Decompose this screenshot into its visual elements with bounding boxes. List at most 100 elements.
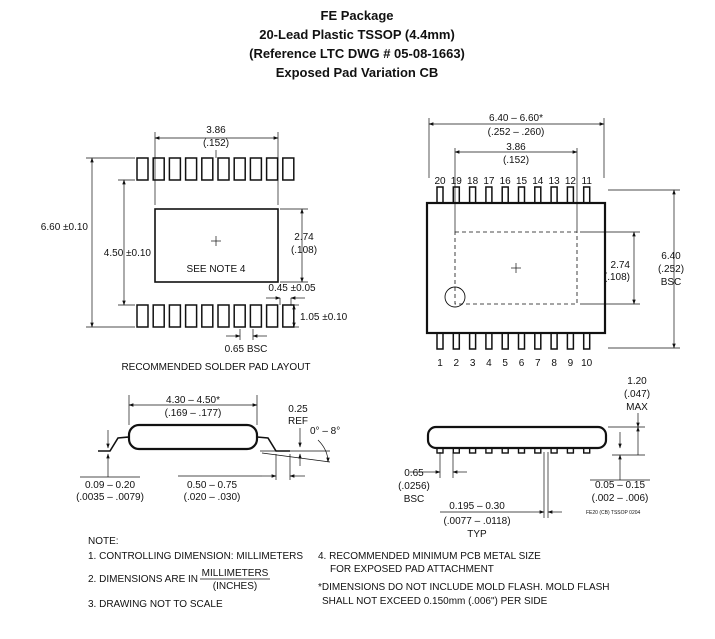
solder-pad [249, 157, 263, 181]
dim-epad-height-in: (.108) [604, 272, 630, 283]
see-note-4-label: SEE NOTE 4 [187, 264, 246, 275]
solder-pad [136, 304, 149, 328]
solder-pad [168, 304, 182, 328]
pin-number: 10 [581, 358, 593, 369]
pin-number: 8 [551, 358, 557, 369]
package-lead [436, 186, 444, 205]
dim-exposed-pad-height-in: (.108) [291, 245, 317, 256]
solder-pad-layout: SEE NOTE 4 3.86 (.152) 6.60 ±0.10 4.50 ±… [41, 125, 348, 373]
note-4-line-1: 4. RECOMMENDED MINIMUM PCB METAL SIZE [318, 551, 541, 562]
note-4-line-2: FOR EXPOSED PAD ATTACHMENT [330, 564, 494, 575]
pin-number: 19 [451, 176, 463, 187]
dim-foot-length-in: (.020 – .030) [184, 492, 241, 503]
solder-pad [265, 157, 279, 181]
dim-lead-pitch-note: BSC [404, 494, 425, 505]
dim-pad-length: 1.05 ±0.10 [300, 312, 348, 323]
title-line-3: (Reference LTC DWG # 05-08-1663) [249, 46, 465, 61]
dim-lead-width-in: (.0077 – .0118) [443, 516, 510, 527]
drawing-code: FE20 (CB) TSSOP 0204 [586, 510, 641, 516]
solder-pad [136, 157, 149, 181]
dim-inner-span: 4.50 ±0.10 [104, 248, 152, 259]
solder-pad [184, 157, 198, 181]
package-lead [566, 331, 575, 350]
package-lead [468, 186, 477, 205]
dim-lead-pitch-mm: 0.65 [404, 468, 424, 479]
lead-left [98, 436, 130, 452]
package-lead [534, 186, 542, 205]
notes-heading: NOTE: [88, 536, 119, 547]
solder-pad [217, 304, 230, 328]
solder-pad [249, 304, 263, 328]
dim-overall-width-note: BSC [661, 277, 682, 288]
pin-number: 7 [535, 358, 541, 369]
dim-epad-width-in: (.152) [503, 155, 529, 166]
pin-number: 5 [502, 358, 508, 369]
package-lead [436, 331, 444, 350]
dim-lead-thickness-in: (.0035 – .0079) [76, 492, 144, 503]
top-view-leads-lower [436, 331, 591, 350]
package-lead [452, 186, 461, 205]
pin-number: 13 [549, 176, 561, 187]
dim-lead-span-mm: 6.40 – 6.60* [489, 113, 543, 124]
dim-overall-width-in: (.252) [658, 264, 684, 275]
package-lead [468, 331, 477, 350]
pin-number: 9 [568, 358, 574, 369]
solder-layout-caption: RECOMMENDED SOLDER PAD LAYOUT [121, 362, 310, 373]
dim-ref-note: REF [288, 416, 308, 427]
package-lead [550, 331, 558, 350]
dim-exposed-pad-width-mm: 3.86 [206, 125, 226, 136]
dim-epad-height-mm: 2.74 [611, 260, 631, 271]
note-2-numerator: MILLIMETERS [202, 568, 269, 579]
dim-max-height-note: MAX [626, 402, 648, 413]
package-end-view: 1.20 (.047) MAX 0.05 – 0.15 (.002 – .006… [398, 376, 650, 540]
solder-pad [233, 157, 246, 181]
title-line-1: FE Package [321, 8, 394, 23]
package-lead [452, 331, 461, 350]
package-lead [534, 331, 542, 350]
dim-pad-pitch: 0.65 BSC [225, 344, 268, 355]
dim-angle: 0° – 8° [310, 426, 340, 437]
dim-ref: 0.25 [288, 404, 308, 415]
pin1-indicator [444, 286, 466, 308]
title-line-4: Exposed Pad Variation CB [276, 65, 439, 80]
solder-pad [184, 304, 198, 328]
solder-pad [152, 304, 165, 328]
package-lead [485, 186, 493, 205]
note-1: 1. CONTROLLING DIMENSION: MILLIMETERS [88, 551, 303, 562]
exposed-pad-outline [454, 231, 578, 305]
note-2-prefix: 2. DIMENSIONS ARE IN [88, 574, 198, 585]
note-3: 3. DRAWING NOT TO SCALE [88, 599, 223, 610]
dim-body-width-in: (.169 – .177) [165, 408, 222, 419]
solder-pad [201, 304, 214, 328]
title-block: FE Package 20-Lead Plastic TSSOP (4.4mm)… [249, 8, 465, 80]
solder-pad [233, 304, 246, 328]
solder-pad [282, 157, 295, 181]
top-view-leads-upper [436, 186, 591, 205]
package-lead [517, 186, 526, 205]
note-5-line-1: *DIMENSIONS DO NOT INCLUDE MOLD FLASH. M… [318, 582, 610, 593]
note-2-denominator: (INCHES) [213, 581, 257, 592]
dim-total-span: 6.60 ±0.10 [41, 222, 89, 233]
dim-lead-width-note: TYP [467, 529, 487, 540]
note-5-line-2: SHALL NOT EXCEED 0.150mm (.006") PER SID… [322, 596, 548, 607]
pin-number: 14 [532, 176, 544, 187]
dim-max-height-in: (.047) [624, 389, 650, 400]
package-body-side [127, 423, 259, 451]
solder-pads-bottom-row [136, 304, 295, 328]
solder-pad [201, 157, 214, 181]
solder-pad [168, 157, 182, 181]
package-side-view: 4.30 – 4.50* (.169 – .177) 0.25 REF 0° –… [76, 395, 340, 503]
title-line-2: 20-Lead Plastic TSSOP (4.4mm) [259, 27, 455, 42]
pin-number: 6 [519, 358, 525, 369]
package-lead [501, 331, 509, 350]
pin-number: 17 [483, 176, 495, 187]
dim-lead-span-in: (.252 – .260) [488, 127, 545, 138]
dim-pad-width: 0.45 ±0.05 [268, 283, 316, 294]
dim-body-width-mm: 4.30 – 4.50* [166, 395, 220, 406]
dim-standoff-mm: 0.05 – 0.15 [595, 480, 645, 491]
pin-number: 20 [434, 176, 446, 187]
dim-lead-pitch-in: (.0256) [398, 481, 430, 492]
